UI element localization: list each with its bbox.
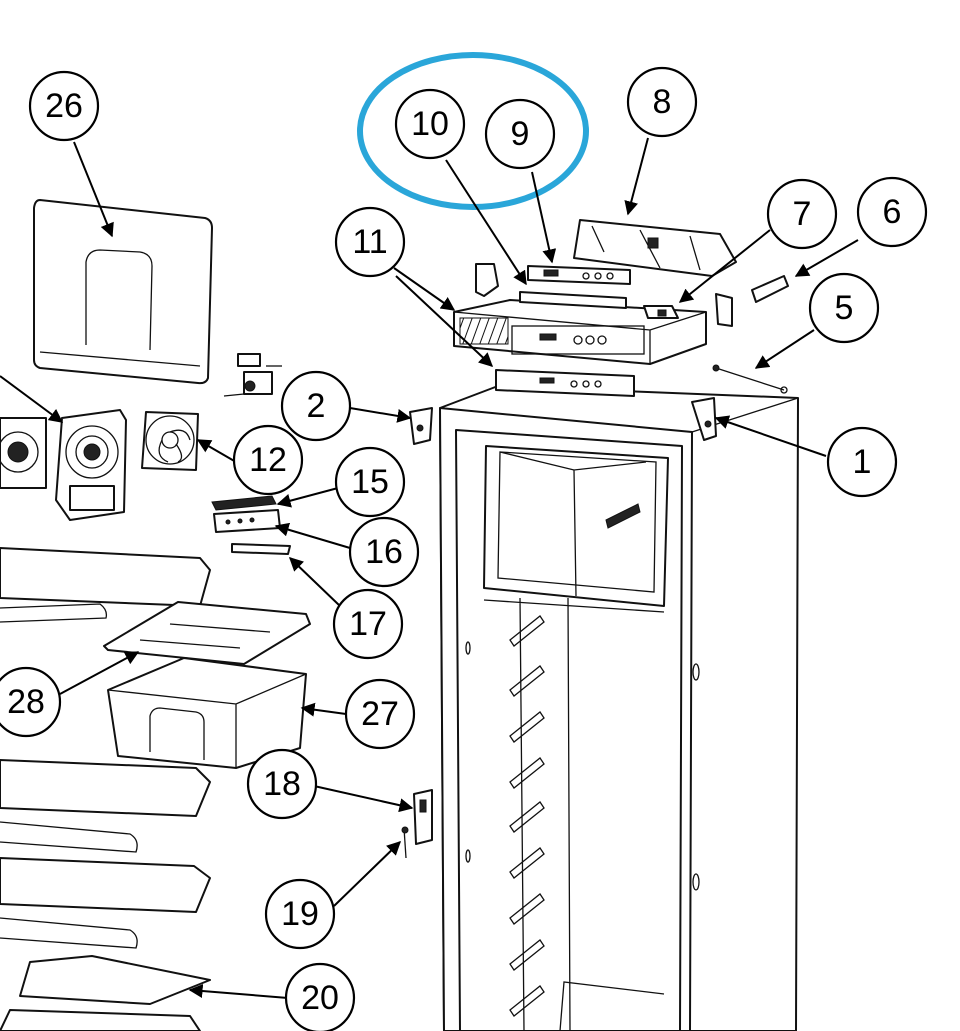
callout-15-label: 15 bbox=[351, 463, 389, 501]
callout-10-label: 10 bbox=[411, 105, 449, 143]
part-fan-assemblies bbox=[0, 409, 127, 521]
callout-19: 19 bbox=[264, 878, 336, 950]
callout-11-label: 11 bbox=[352, 223, 387, 261]
callout-20-label: 20 bbox=[301, 979, 339, 1017]
callout-7-label: 7 bbox=[793, 195, 812, 233]
part-7-bracket bbox=[643, 293, 733, 327]
callout-17-label: 17 bbox=[349, 605, 387, 643]
callout-26: 26 bbox=[28, 70, 100, 142]
callout-19-label: 19 bbox=[281, 895, 319, 933]
part-26-door-panel bbox=[33, 199, 213, 385]
callout-7: 7 bbox=[766, 178, 838, 250]
callout-28-label: 28 bbox=[7, 683, 45, 721]
part-28-crisper-cover bbox=[103, 601, 311, 665]
callout-12: 12 bbox=[232, 424, 304, 496]
callout-18-label: 18 bbox=[263, 765, 301, 803]
callout-26-label: 26 bbox=[45, 87, 83, 125]
callout-9-label: 9 bbox=[511, 115, 530, 153]
part-18-19-hinge bbox=[401, 789, 433, 859]
part-wire-shelves bbox=[0, 547, 211, 1031]
highlight-ring bbox=[357, 52, 589, 210]
part-refrigerator-cabinet bbox=[439, 385, 799, 1031]
callout-5: 5 bbox=[808, 272, 880, 344]
callout-bubbles: 26 10 9 8 7 6 11 5 bbox=[0, 66, 928, 1031]
callout-10: 10 bbox=[394, 88, 466, 160]
callout-1-label: 1 bbox=[853, 443, 872, 481]
callout-27: 27 bbox=[344, 678, 416, 750]
part-6-vent bbox=[751, 275, 789, 303]
part-20-glass-shelf bbox=[19, 955, 211, 1005]
callout-15: 15 bbox=[334, 446, 406, 518]
part-8-top-cover bbox=[573, 219, 737, 277]
callout-5-label: 5 bbox=[835, 289, 854, 327]
parts-layer bbox=[0, 199, 799, 1031]
callout-8: 8 bbox=[626, 66, 698, 138]
callout-2-label: 2 bbox=[307, 387, 326, 425]
leader-lines bbox=[0, 137, 859, 999]
callout-20: 20 bbox=[284, 962, 356, 1031]
part-9-10-control-boards bbox=[475, 263, 631, 309]
callout-17: 17 bbox=[332, 588, 404, 660]
part-2-1-brackets bbox=[409, 397, 717, 445]
callout-18: 18 bbox=[246, 748, 318, 820]
callout-9: 9 bbox=[484, 98, 556, 170]
part-5-sensor bbox=[712, 364, 788, 394]
part-27-crisper-drawer bbox=[107, 657, 307, 769]
callout-6: 6 bbox=[856, 176, 928, 248]
callout-16-label: 16 bbox=[365, 533, 403, 571]
part-hardware bbox=[223, 353, 282, 397]
callout-1: 1 bbox=[826, 426, 898, 498]
callout-16: 16 bbox=[348, 516, 420, 588]
part-11-control-housing bbox=[453, 299, 707, 365]
callout-11: 11 bbox=[334, 206, 406, 278]
part-control-panel-strip bbox=[495, 369, 635, 397]
callout-12-label: 12 bbox=[249, 441, 287, 479]
callout-2: 2 bbox=[280, 370, 352, 442]
callout-28: 28 bbox=[0, 666, 62, 738]
callout-27-label: 27 bbox=[361, 695, 399, 733]
part-12-fan bbox=[141, 411, 199, 471]
callout-6-label: 6 bbox=[883, 193, 902, 231]
callout-8-label: 8 bbox=[653, 83, 672, 121]
part-15-16-17 bbox=[211, 495, 291, 555]
